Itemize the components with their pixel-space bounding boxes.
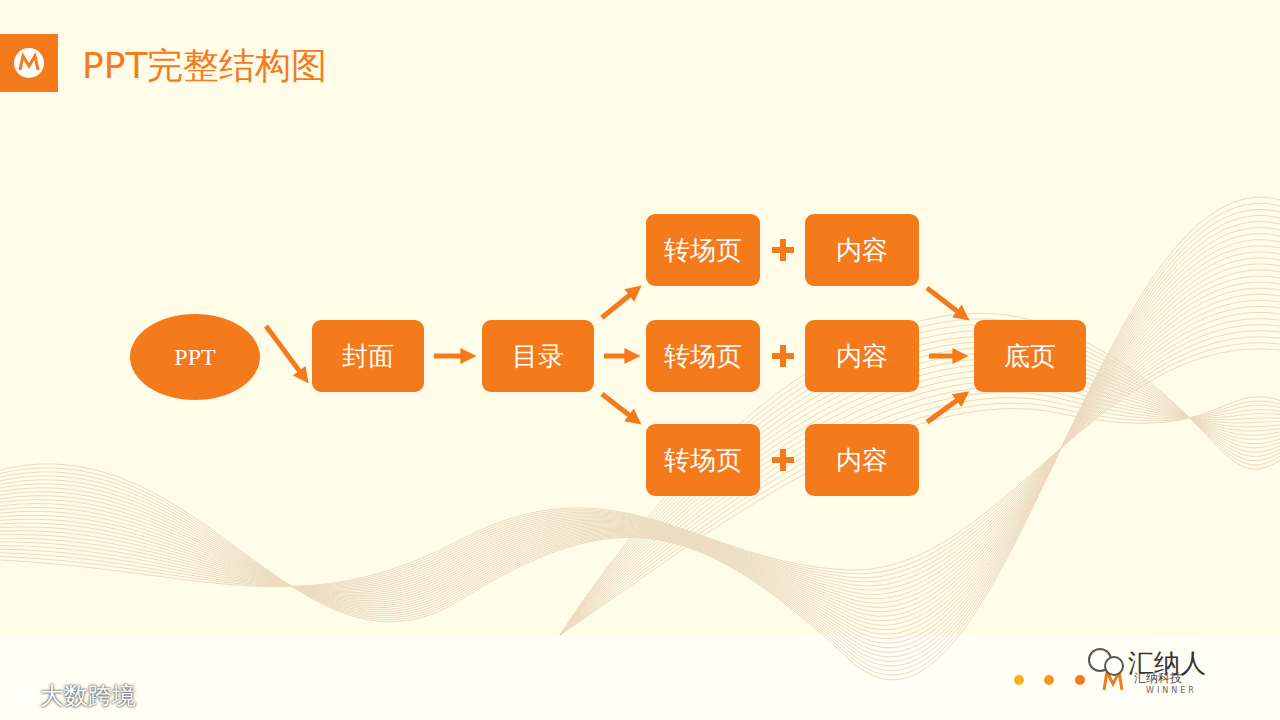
wave-line <box>560 381 1280 635</box>
wave-lines <box>0 197 1280 680</box>
plus-signs <box>772 239 794 471</box>
wave-line <box>0 270 1280 625</box>
wave-line <box>0 264 1280 630</box>
wave-line <box>560 313 1280 635</box>
wave-line <box>560 364 1280 635</box>
footer-strip <box>0 635 1280 720</box>
wave-line <box>560 376 1280 635</box>
process-box: 内容 <box>805 424 919 496</box>
process-box: 转场页 <box>646 320 760 392</box>
wave-line <box>560 319 1280 635</box>
logo-circle <box>14 48 44 78</box>
node-text: 内容 <box>836 233 888 268</box>
wave-line <box>0 215 1280 666</box>
wave-line <box>0 312 1280 594</box>
logo-mark <box>20 56 38 70</box>
process-box: 转场页 <box>646 214 760 286</box>
logo-square <box>0 34 58 92</box>
flow-arrow <box>927 288 965 317</box>
flow-arrow <box>266 326 305 378</box>
wave-line <box>0 197 1280 680</box>
node-text: 转场页 <box>664 443 742 478</box>
wave-line <box>0 209 1280 670</box>
flow-arrow <box>602 394 637 421</box>
process-box: 内容 <box>805 320 919 392</box>
wave-line <box>0 234 1280 653</box>
node-text: 封面 <box>342 339 394 374</box>
flow-arrow <box>604 354 634 359</box>
flow-arrow <box>929 354 962 359</box>
wave-line <box>0 228 1280 657</box>
wave-line <box>560 401 1280 635</box>
node-text: 底页 <box>1004 339 1056 374</box>
company-logo-text: 汇纳科技 <box>1134 670 1182 687</box>
wave-line <box>0 240 1280 648</box>
flow-arrow <box>927 395 964 422</box>
slide-title: PPT完整结构图 <box>82 42 327 91</box>
wave-line <box>560 359 1280 635</box>
flow-arrow <box>602 290 637 318</box>
wave-line <box>0 319 1280 591</box>
wave-line <box>0 306 1280 598</box>
wave-line <box>560 392 1280 635</box>
watermark-icon <box>16 686 32 702</box>
wave-line <box>560 370 1280 635</box>
node-text: 转场页 <box>664 233 742 268</box>
wave-line <box>0 203 1280 675</box>
wave-line <box>0 258 1280 634</box>
process-box: 封面 <box>312 320 424 392</box>
footer-dot <box>1075 675 1085 685</box>
start-ellipse: PPT <box>130 314 260 400</box>
node-text: 内容 <box>836 443 888 478</box>
wechat-icon <box>1105 657 1123 675</box>
node-text: PPT <box>174 344 215 371</box>
node-text: 目录 <box>512 339 564 374</box>
footer-dot <box>1044 675 1054 685</box>
node-text: 转场页 <box>664 339 742 374</box>
wave-line <box>560 398 1280 635</box>
process-box: 内容 <box>805 214 919 286</box>
node-text: 内容 <box>836 339 888 374</box>
process-box: 转场页 <box>646 424 760 496</box>
watermark: 大数跨境 <box>40 680 136 712</box>
wave-line <box>0 222 1280 662</box>
company-logo-subtext: WINNER <box>1146 686 1197 695</box>
footer-dot <box>1014 675 1024 685</box>
process-box: 目录 <box>482 320 594 392</box>
wave-line <box>560 397 1280 635</box>
wave-line <box>560 387 1280 635</box>
wave-line <box>0 276 1280 621</box>
wave-line <box>0 246 1280 643</box>
wave-line <box>560 353 1280 635</box>
flow-arrow <box>434 354 470 359</box>
process-box: 底页 <box>974 320 1086 392</box>
wave-line <box>0 252 1280 639</box>
